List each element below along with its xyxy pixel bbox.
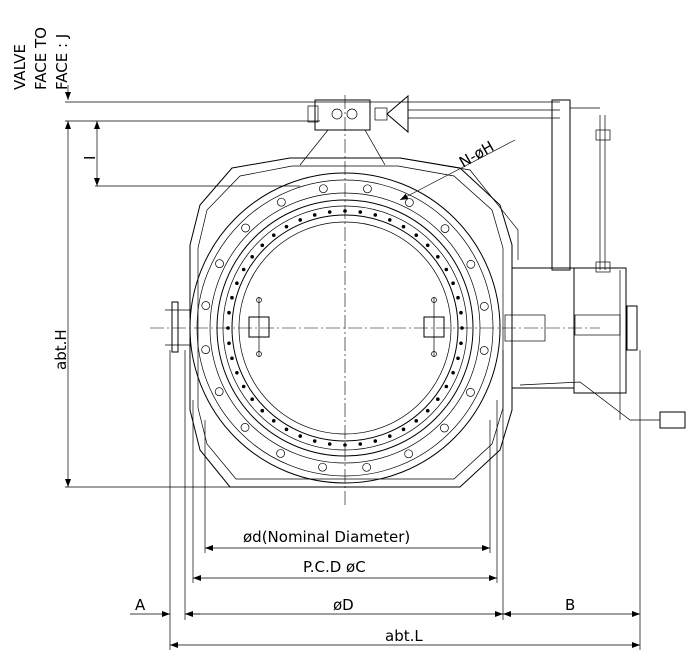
stud [235,370,239,375]
stud [312,213,317,217]
trunnion-left [248,297,270,357]
label-nominal-diameter: ød(Nominal Diameter) [243,528,410,546]
label-b: B [565,596,575,614]
dim-nominal-diameter: ød(Nominal Diameter) [205,528,490,551]
stud [373,439,378,443]
stud [250,254,254,259]
bolt-hole [404,449,413,459]
label-valve: VALVE [11,44,29,90]
stud [436,254,440,259]
dim-abt-l: abt.L [170,627,640,648]
stud [298,218,303,222]
stud [235,281,239,286]
stud [241,384,246,389]
stud [444,267,449,272]
stud [459,341,463,346]
dim-b: B [503,596,640,617]
bolt-hole [363,184,372,194]
dim-pcd: P.C.D øC [193,558,497,581]
stud [436,397,440,402]
stud [401,427,406,432]
bolt-hole [215,259,224,268]
dim-a: A [130,596,200,617]
left-bypass-flange [165,301,190,353]
bolt-hole [405,198,414,207]
dim-od: øD [185,596,503,617]
extension-lines [169,350,641,650]
stud [343,443,347,447]
stud [456,356,460,361]
stud [459,310,463,315]
stud [284,224,289,229]
face-to-face-label: VALVE FACE TO FACE : J [11,27,71,90]
stud [451,370,455,375]
stud [312,439,317,443]
bolt-hole [466,388,475,397]
stud [260,243,265,248]
right-actuator [504,99,686,429]
label-face-j: FACE : J [53,34,71,90]
bolt-hole [240,423,250,432]
label-abt-l: abt.L [385,627,423,645]
label-pcd: P.C.D øC [303,558,366,576]
dim-abt-h: abt.H [52,121,320,488]
stud [327,442,332,446]
valve-body-outline [189,157,513,488]
bolt-hole [201,301,211,310]
stud [358,210,363,214]
stud [451,281,455,286]
stud [298,434,303,438]
stud [230,295,234,300]
bolt-hole [276,449,285,458]
bolt-hole [362,462,372,472]
bolt-hole [318,462,327,472]
label-face-to: FACE TO [32,27,50,90]
bolt-hole [466,260,476,269]
stud [414,233,419,237]
bolt-hole [479,301,489,311]
stud [284,427,289,432]
dim-i: I [81,121,300,187]
dim-j [65,85,560,122]
stud [271,419,276,423]
stud [230,356,234,361]
stud [425,408,430,413]
trunnion-right [423,297,445,357]
label-abt-h: abt.H [52,329,70,370]
label-n-oh: N-øH [456,137,497,171]
label-od: øD [333,596,354,614]
label-i: I [81,156,99,160]
stud [250,397,254,402]
stud [414,419,419,423]
bolt-hole [277,197,286,207]
bolt-hole [318,184,328,194]
bolt-hole [479,346,489,355]
stud [444,384,449,389]
bolt-hole [440,224,450,233]
bolt-hole [201,345,211,355]
stud [387,218,392,222]
stud [456,295,460,300]
stud [401,224,406,229]
stud [271,233,276,237]
stud [327,210,332,214]
stud [227,341,231,346]
label-a: A [135,596,146,614]
stud [227,310,231,315]
bolt-hole [241,223,250,233]
stud [241,267,246,272]
stud [358,442,363,446]
top-actuator [299,94,560,166]
stud [425,243,430,248]
stud [387,434,392,438]
stud [373,213,378,217]
stud [260,408,265,413]
bolt-holes [201,184,489,472]
bolt-hole [214,387,224,396]
bolt-hole [440,423,449,433]
